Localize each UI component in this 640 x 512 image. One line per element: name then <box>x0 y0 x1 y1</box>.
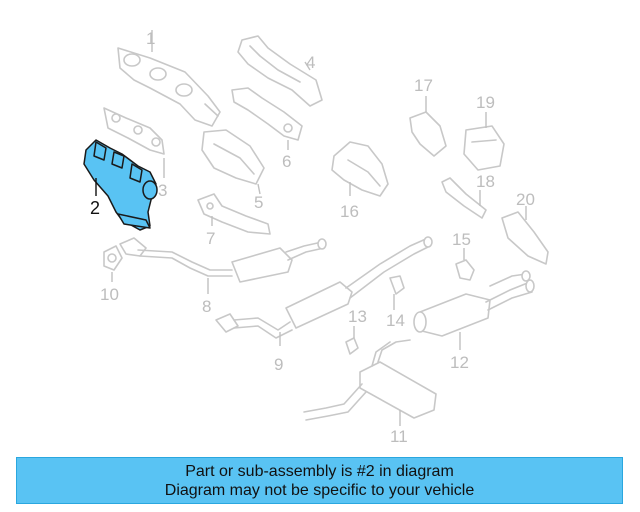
part-11-rear-muffler[interactable] <box>303 339 437 421</box>
part-7-bracket[interactable] <box>197 193 271 235</box>
part-14-hanger[interactable] <box>389 275 405 295</box>
part-1-exhaust-manifold[interactable] <box>117 47 221 127</box>
callout-4: 4 <box>306 53 315 72</box>
callout-2: 2 <box>90 198 100 218</box>
callout-16: 16 <box>340 202 359 221</box>
callout-14: 14 <box>386 311 405 330</box>
callout-7: 7 <box>206 229 215 248</box>
part-3-manifold-gasket[interactable] <box>103 107 165 155</box>
part-17-hanger[interactable] <box>409 111 447 157</box>
callout-8: 8 <box>202 297 211 316</box>
part-10-gasket[interactable] <box>103 245 123 271</box>
callout-1: 1 <box>146 29 155 48</box>
banner-line-2: Diagram may not be specific to your vehi… <box>164 482 475 499</box>
callout-15: 15 <box>452 230 471 249</box>
part-6-bracket[interactable] <box>231 87 303 141</box>
part-16-heat-shield[interactable] <box>331 141 389 197</box>
callout-18: 18 <box>476 172 495 191</box>
part-8-front-pipe-converter[interactable] <box>119 237 327 283</box>
part-5-heat-shield[interactable] <box>201 129 265 185</box>
banner-line-1: Part or sub-assembly is #2 in diagram <box>185 463 454 480</box>
callout-6: 6 <box>282 152 291 171</box>
callout-19: 19 <box>476 93 495 112</box>
part-19-bracket[interactable] <box>463 125 505 171</box>
callout-17: 17 <box>414 76 433 95</box>
callout-20: 20 <box>516 190 535 209</box>
info-banner: Part or sub-assembly is #2 in diagram Di… <box>16 457 623 504</box>
part-20-heat-shield[interactable] <box>501 211 549 265</box>
part-13-clamp[interactable] <box>345 337 359 355</box>
callout-5: 5 <box>254 193 263 212</box>
part-18-clamp[interactable] <box>441 177 487 219</box>
part-15-hanger[interactable] <box>455 259 475 281</box>
part-12-muffler[interactable] <box>413 270 535 337</box>
callout-3: 3 <box>158 181 167 200</box>
callout-12: 12 <box>450 353 469 372</box>
part-4-heat-shield[interactable] <box>237 35 323 107</box>
part-2-exhaust-manifold-highlighted[interactable] <box>83 139 158 231</box>
callout-13: 13 <box>348 307 367 326</box>
part-9-intermediate-pipe[interactable] <box>215 236 433 339</box>
callout-9: 9 <box>274 355 283 374</box>
callout-10: 10 <box>100 285 119 304</box>
callout-11: 11 <box>390 427 408 446</box>
